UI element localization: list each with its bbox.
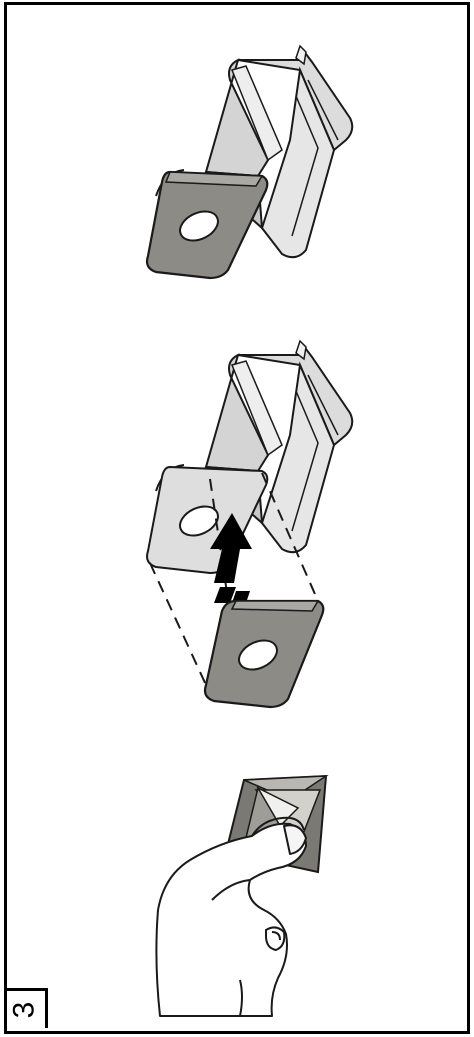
- adhesive-pad: [147, 172, 267, 278]
- panel-peel-liner: [156, 776, 326, 1016]
- hand-illustration: [156, 818, 306, 1016]
- step-number-box: 3: [4, 988, 48, 1028]
- panel-pad-attach: [147, 341, 352, 707]
- pad-target-outline: [147, 467, 267, 573]
- adhesive-pad-separated: [205, 601, 323, 707]
- step-number: 3: [10, 1001, 40, 1018]
- panel-clip-assembled: [147, 46, 352, 278]
